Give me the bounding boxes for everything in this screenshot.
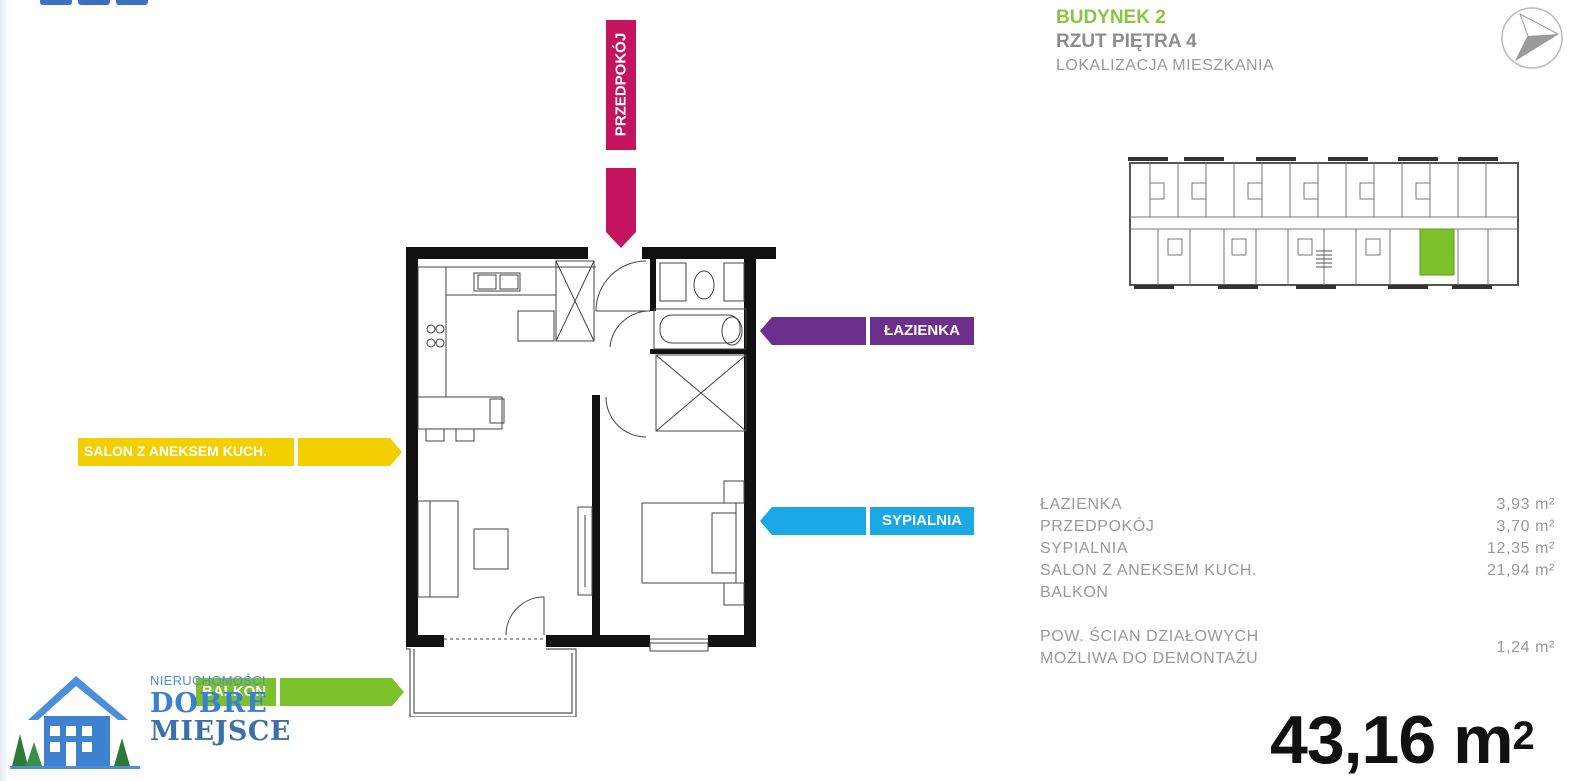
total-area-unit: m (1453, 702, 1513, 778)
location-title: LOKALIZACJA MIESZKANIA (1056, 57, 1275, 74)
logo-text-miejsce: MIEJSCE (150, 716, 291, 747)
building-title: BUDYNEK 2 (1056, 7, 1166, 28)
floor-key-plan (1128, 157, 1519, 289)
summary-row: ŁAZIENKA 3,93 m² (1040, 496, 1555, 518)
top-tab-strip (40, 0, 150, 5)
summary-room-area: 3,93 m² (1496, 496, 1555, 513)
total-area: 43,16 m2 (1270, 700, 1535, 780)
apartment-floor-plan (406, 247, 776, 717)
summary-room-name: PRZEDPOKÓJ (1040, 518, 1155, 535)
lazienka-label-bg (870, 317, 974, 345)
summary-room-name: BALKON (1040, 584, 1109, 601)
highlighted-apartment (1419, 228, 1455, 276)
sypialnia-label: SYPIALNIA (881, 512, 962, 529)
total-area-exponent: 2 (1512, 714, 1535, 758)
lazienka-arrow: ŁAZIENKA (760, 317, 980, 345)
lazienka-arrow-head (760, 317, 866, 345)
top-tab[interactable] (116, 0, 148, 5)
compass-icon (1501, 7, 1563, 69)
przedpokoj-arrow: PRZEDPOKÓJ (606, 20, 642, 250)
dobre-miejsce-logo: NIERUCHOMOŚCI DOBRE MIEJSCE (10, 672, 290, 772)
logo-text-nieruchomosci: NIERUCHOMOŚCI (150, 673, 266, 688)
top-tab[interactable] (40, 0, 72, 5)
summary-row: SALON Z ANEKSEM KUCH. 21,94 m² (1040, 562, 1555, 584)
top-tab[interactable] (78, 0, 110, 5)
salon-label-bg (78, 438, 294, 466)
left-edge-shade (0, 0, 10, 781)
summary-room-name: SYPIALNIA (1040, 540, 1129, 557)
przedpokoj-label-bg (606, 20, 636, 150)
floor-title: RZUT PIĘTRA 4 (1056, 31, 1197, 52)
balkon-label-bg (196, 678, 276, 706)
summary-walls-label-1: POW. ŚCIAN DZIAŁOWYCH (1040, 628, 1259, 645)
balkon-arrow: BALKON (196, 678, 416, 706)
summary-row: BALKON (1040, 584, 1555, 606)
balkon-arrow-head (280, 678, 404, 706)
salon-label: SALON Z ANEKSEM KUCH. (84, 443, 268, 459)
sypialnia-arrow-head (760, 507, 866, 535)
sypialnia-arrow: SYPIALNIA (760, 507, 980, 535)
summary-walls-area: 1,24 m² (1496, 639, 1555, 656)
summary-walls-label-2: MOŻLIWA DO DEMONTAŻU (1040, 650, 1259, 667)
house-logo-icon (10, 676, 140, 769)
summary-row: SYPIALNIA 12,35 m² (1040, 540, 1555, 562)
sypialnia-label-bg (870, 507, 974, 535)
summary-walls-row: POW. ŚCIAN DZIAŁOWYCH (1040, 628, 1555, 650)
salon-arrow-head (298, 438, 402, 466)
area-summary: ŁAZIENKA 3,93 m² PRZEDPOKÓJ 3,70 m² SYPI… (1040, 496, 1555, 672)
summary-row: PRZEDPOKÓJ 3,70 m² (1040, 518, 1555, 540)
total-area-number: 43,16 (1270, 702, 1436, 778)
przedpokoj-label: PRZEDPOKÓJ (612, 32, 630, 137)
summary-room-area: 21,94 m² (1487, 562, 1555, 579)
balkon-label: BALKON (202, 683, 267, 700)
lazienka-label: ŁAZIENKA (884, 322, 960, 339)
summary-room-area: 3,70 m² (1496, 518, 1555, 535)
przedpokoj-arrow-head (606, 168, 636, 248)
summary-room-name: ŁAZIENKA (1040, 496, 1123, 513)
summary-room-area: 12,35 m² (1487, 540, 1555, 557)
logo-text-dobre: DOBRE (150, 688, 268, 719)
summary-room-name: SALON Z ANEKSEM KUCH. (1040, 562, 1258, 579)
summary-walls-row: MOŻLIWA DO DEMONTAŻU 1,24 m² (1040, 639, 1555, 672)
plan-header: BUDYNEK 2 RZUT PIĘTRA 4 LOKALIZACJA MIES… (1056, 6, 1274, 78)
salon-arrow: SALON Z ANEKSEM KUCH. (78, 438, 408, 466)
